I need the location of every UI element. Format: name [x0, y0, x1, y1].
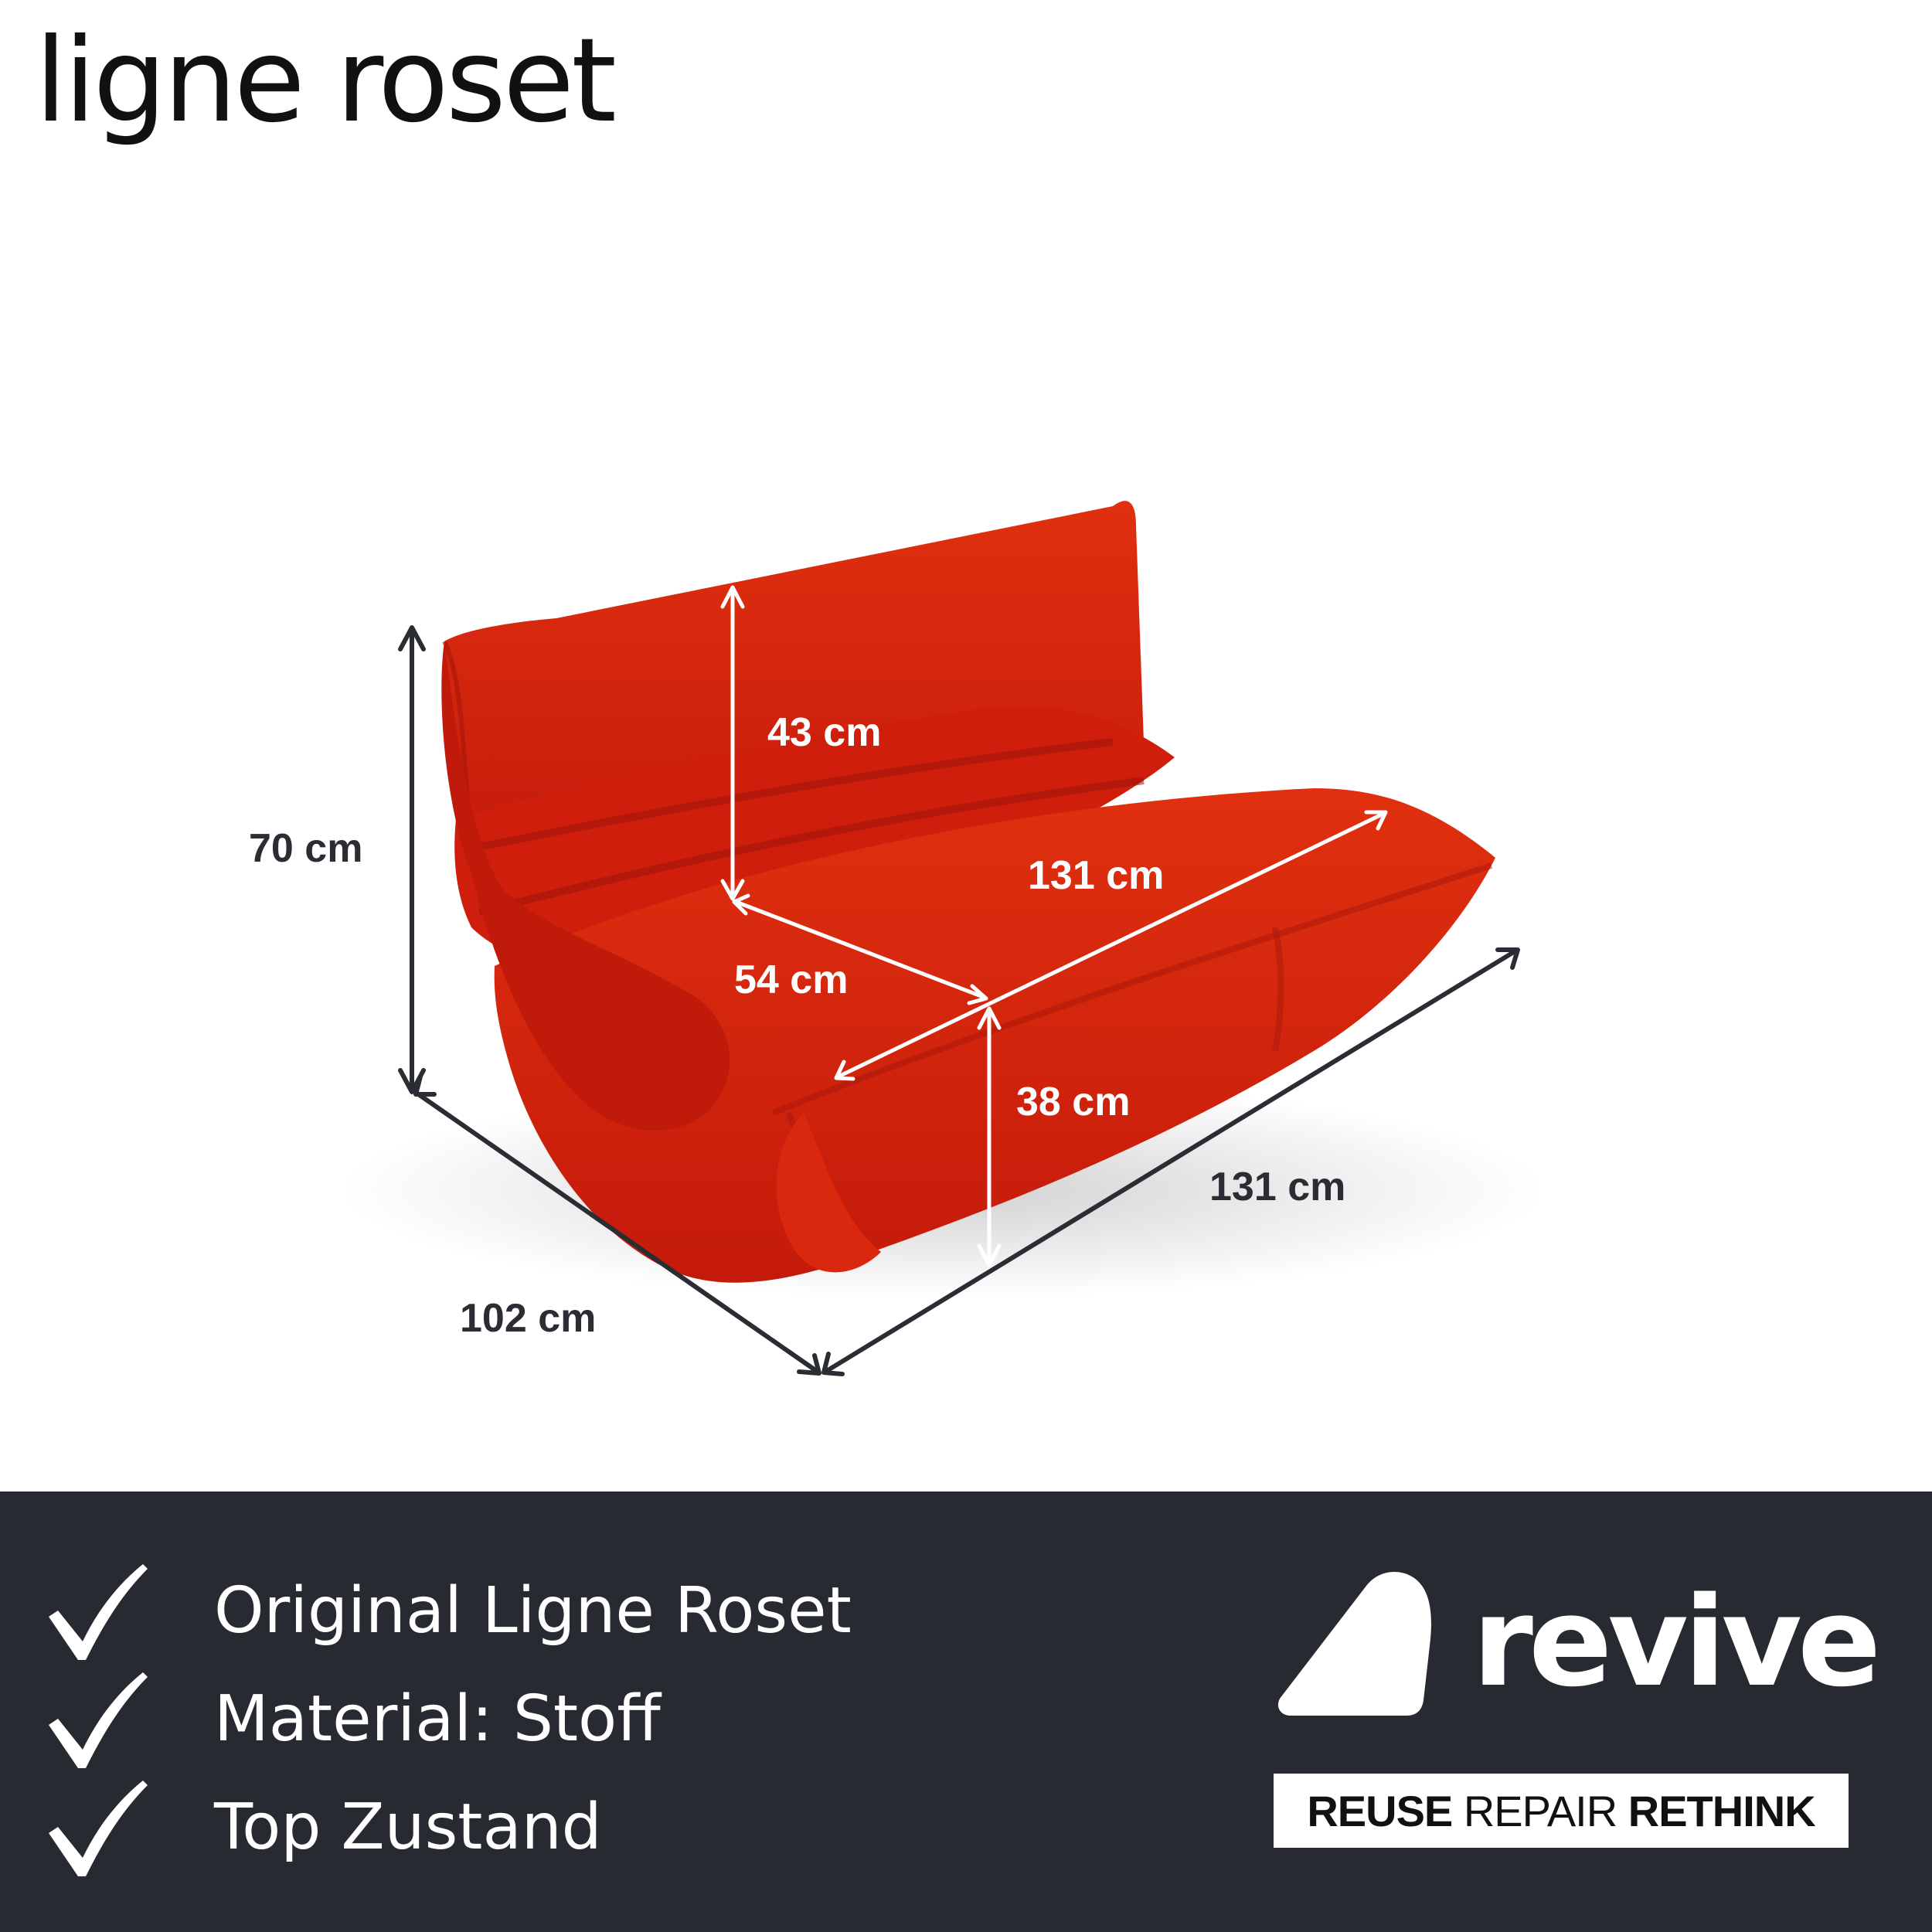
product-illustration: 43 cm 131 cm 54 cm 38 cm 70 cm 102 cm 13…: [249, 501, 1546, 1376]
feature-material-text: Material: Stoff: [214, 1682, 661, 1756]
revive-wordmark: revive: [1472, 1570, 1881, 1714]
revive-logo-icon: [1277, 1571, 1431, 1716]
revive-tagline: REUSE REPAIR RETHINK: [1274, 1774, 1849, 1848]
dimension-total-height-label: 70 cm: [249, 826, 362, 871]
tagline-repair: REPAIR: [1463, 1786, 1617, 1835]
arrow-total-height: [398, 625, 426, 1094]
arrow-seat-depth: [732, 893, 988, 1005]
dimension-inner-width-label: 131 cm: [1028, 853, 1164, 898]
arrow-total-width: [821, 947, 1520, 1376]
dimension-total-depth-label: 102 cm: [460, 1296, 596, 1341]
feature-condition-text: Top Zustand: [214, 1791, 602, 1864]
dimension-total-width-label: 131 cm: [1209, 1165, 1345, 1209]
tagline-reuse: REUSE: [1307, 1786, 1453, 1835]
checkmark-icon: [49, 1672, 148, 1768]
arrow-seat-height: [977, 1006, 1002, 1267]
arrow-inner-width: [834, 810, 1388, 1081]
dimension-seat-height-label: 38 cm: [1016, 1080, 1130, 1124]
feature-item: Top Zustand: [43, 1777, 970, 1878]
dimension-backrest-height-label: 43 cm: [767, 710, 881, 755]
tagline-rethink: RETHINK: [1628, 1786, 1816, 1835]
dimension-seat-depth-label: 54 cm: [734, 957, 848, 1002]
feature-item: Original Ligne Roset: [43, 1561, 970, 1662]
brand-logo: ligne roset: [35, 14, 617, 148]
feature-original-text: Original Ligne Roset: [214, 1574, 852, 1648]
arrow-total-depth: [413, 1074, 821, 1376]
arrow-backrest-height: [720, 585, 745, 901]
dimension-arrows: [398, 585, 1520, 1376]
checkmark-icon: [49, 1564, 148, 1660]
feature-bar: Original Ligne Roset Material: Stoff Top…: [0, 1492, 1932, 1932]
feature-item: Material: Stoff: [43, 1669, 970, 1770]
checkmark-icon: [49, 1781, 148, 1876]
sofa-image: [340, 501, 1546, 1298]
